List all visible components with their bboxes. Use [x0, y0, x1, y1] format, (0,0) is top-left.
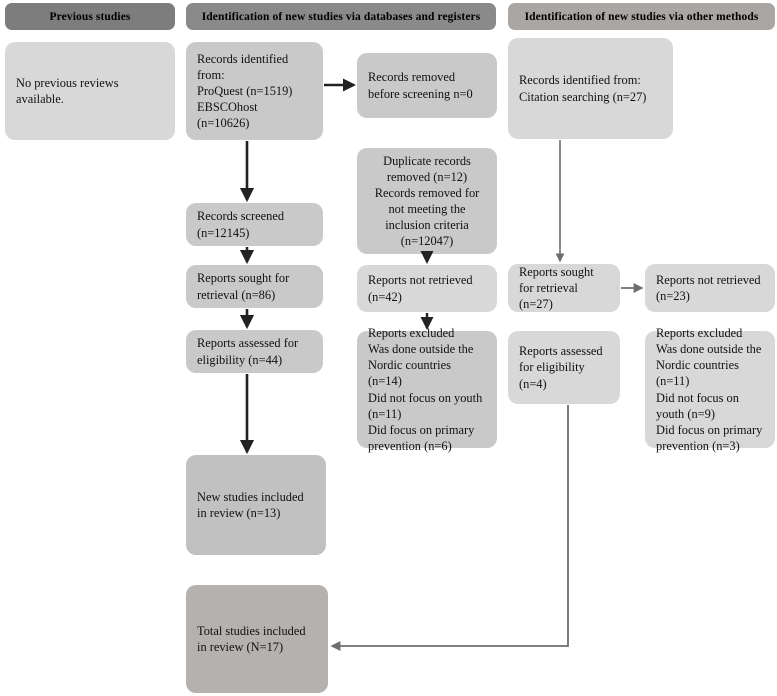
- box-reports-sought-retrieval-databases: Reports sought for retrieval (n=86): [186, 265, 323, 308]
- box-reports-sought-retrieval-other: Reports sought for retrieval (n=27): [508, 264, 620, 312]
- box-text: Reports not retrieved (n=42): [368, 273, 473, 304]
- column-header-previous-studies: Previous studies: [5, 3, 175, 30]
- box-text: Reports not retrieved (n=23): [656, 272, 761, 303]
- column-header-other-methods: Identification of new studies via other …: [508, 3, 775, 30]
- box-text: Reports sought for retrieval (n=86): [197, 271, 290, 302]
- box-text: Reports assessed for eligibility (n=4): [519, 344, 603, 391]
- box-no-previous-reviews: No previous reviews available.: [5, 42, 175, 140]
- box-text: Reports sought for retrieval (n=27): [519, 264, 594, 312]
- box-reports-assessed-eligibility-databases: Reports assessed for eligibility (n=44): [186, 330, 323, 373]
- box-text: Reports excluded Was done outside the No…: [368, 326, 483, 453]
- box-records-identified-databases: Records identified from: ProQuest (n=151…: [186, 42, 323, 140]
- box-text: Records identified from: Citation search…: [519, 73, 647, 104]
- box-new-studies-included: New studies included in review (n=13): [186, 455, 326, 555]
- box-text: Records identified from: ProQuest (n=151…: [197, 51, 293, 131]
- box-reports-excluded-other: Reports excluded Was done outside the No…: [645, 326, 775, 453]
- column-header-databases-registers: Identification of new studies via databa…: [186, 3, 496, 30]
- box-text: Duplicate records removed (n=12) Records…: [374, 153, 480, 249]
- box-reports-assessed-eligibility-other: Reports assessed for eligibility (n=4): [508, 331, 620, 404]
- box-text: New studies included in review (n=13): [197, 489, 304, 520]
- box-text: Reports excluded Was done outside the No…: [656, 326, 763, 453]
- box-records-screened: Records screened (n=12145): [186, 203, 323, 246]
- box-reports-not-retrieved-other: Reports not retrieved (n=23): [645, 264, 775, 312]
- column-header-label: Previous studies: [49, 10, 131, 23]
- box-reports-excluded-databases: Reports excluded Was done outside the No…: [357, 326, 497, 453]
- column-header-label: Identification of new studies via databa…: [201, 10, 481, 23]
- box-text: Reports assessed for eligibility (n=44): [197, 336, 299, 367]
- box-text: Records screened (n=12145): [197, 209, 285, 240]
- box-total-studies-included: Total studies included in review (N=17): [186, 585, 328, 693]
- box-text: No previous reviews available.: [16, 75, 119, 106]
- box-reports-not-retrieved-databases: Reports not retrieved (n=42): [357, 265, 497, 312]
- column-header-label: Identification of new studies via other …: [524, 10, 759, 23]
- box-records-removed-before-screening: Records removed before screening n=0: [357, 53, 497, 118]
- box-records-identified-citation: Records identified from: Citation search…: [508, 38, 673, 139]
- box-text: Records removed before screening n=0: [368, 70, 473, 101]
- box-duplicate-records-removed: Duplicate records removed (n=12) Records…: [357, 148, 497, 254]
- box-text: Total studies included in review (N=17): [197, 623, 306, 654]
